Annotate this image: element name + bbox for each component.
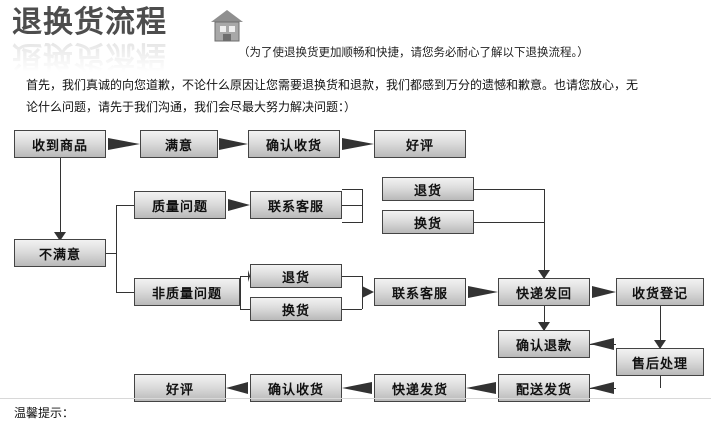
page-subtitle: （为了使退换货更加顺畅和快捷，请您务必耐心了解以下退换流程。） <box>238 45 589 59</box>
page-title-block: 退换货流程 退换货流程 <box>12 5 167 74</box>
connector-ship-vert <box>544 189 545 278</box>
intro-line-2: 论什么问题，请先于我们沟通，我们会尽最大努力解决问题：） <box>26 100 357 114</box>
node-nonquality-issue[interactable]: 非质量问题 <box>134 278 240 306</box>
node-good-review-top[interactable]: 好评 <box>374 130 466 158</box>
connector-register-to-aftersales <box>660 306 661 348</box>
intro-paragraph: 首先，我们真诚的向您道歉，不论什么原因让您需要退换货和退款，我们都感到万分的遗憾… <box>26 74 696 118</box>
node-return-1[interactable]: 退货 <box>382 177 474 201</box>
node-unsatisfied[interactable]: 不满意 <box>14 239 106 267</box>
connector-return-to-ship <box>474 189 544 190</box>
node-express-shipment[interactable]: 快递发货 <box>374 374 466 402</box>
node-satisfied[interactable]: 满意 <box>140 130 218 158</box>
connector-return2-join-top <box>342 276 362 277</box>
connector-unsatisfied-out <box>106 253 116 254</box>
node-exchange-2[interactable]: 换货 <box>250 297 342 321</box>
connector-service-split-bottom <box>342 222 362 223</box>
connector-join-vert <box>362 276 363 309</box>
connector-nonquality-top <box>240 276 250 277</box>
connector-service-split-top <box>342 189 362 190</box>
node-receipt-registration[interactable]: 收货登记 <box>616 278 704 306</box>
footer-divider <box>0 398 711 399</box>
house-icon <box>210 8 244 46</box>
connector-to-quality <box>116 205 134 206</box>
connector-to-nonquality <box>116 292 134 293</box>
connector-unsatisfied-split <box>116 205 117 293</box>
connector-nonquality-vert <box>240 276 241 309</box>
connector-ship-to-refund <box>544 306 545 330</box>
node-exchange-1[interactable]: 换货 <box>382 210 474 234</box>
node-return-2[interactable]: 退货 <box>250 264 342 288</box>
node-contact-service-2[interactable]: 联系客服 <box>374 278 466 306</box>
footer-note: 温馨提示： <box>14 406 75 420</box>
node-express-send-back[interactable]: 快递发回 <box>498 278 590 306</box>
node-contact-service-1[interactable]: 联系客服 <box>250 191 342 219</box>
node-confirm-refund[interactable]: 确认退款 <box>498 330 590 358</box>
connector-service-out <box>342 205 362 206</box>
node-confirm-receipt-bottom[interactable]: 确认收货 <box>250 374 342 402</box>
connector-nonquality-bottom <box>240 309 250 310</box>
connector-aftersales-down <box>660 376 661 388</box>
page-title: 退换货流程 <box>12 5 167 40</box>
connector-exchange2-join-bottom <box>342 309 362 310</box>
node-delivery-shipment[interactable]: 配送发货 <box>498 374 590 402</box>
connector-service-split-vert <box>362 189 363 223</box>
connector-aftersales-to-refund <box>590 344 616 345</box>
intro-line-1: 首先，我们真诚的向您道歉，不论什么原因让您需要退换货和退款，我们都感到万分的遗憾… <box>26 78 639 92</box>
node-received-goods[interactable]: 收到商品 <box>14 130 106 158</box>
node-good-review-bottom[interactable]: 好评 <box>134 374 226 402</box>
connector-receive-to-unsatisfied <box>60 158 61 239</box>
connector-exchange-to-ship <box>474 222 544 223</box>
node-quality-issue[interactable]: 质量问题 <box>134 191 226 219</box>
connector-aftersales-to-delivery <box>590 388 616 389</box>
node-confirm-receipt-top[interactable]: 确认收货 <box>248 130 340 158</box>
node-after-sales-processing[interactable]: 售后处理 <box>616 348 704 376</box>
page-title-reflection: 退换货流程 <box>12 38 167 73</box>
